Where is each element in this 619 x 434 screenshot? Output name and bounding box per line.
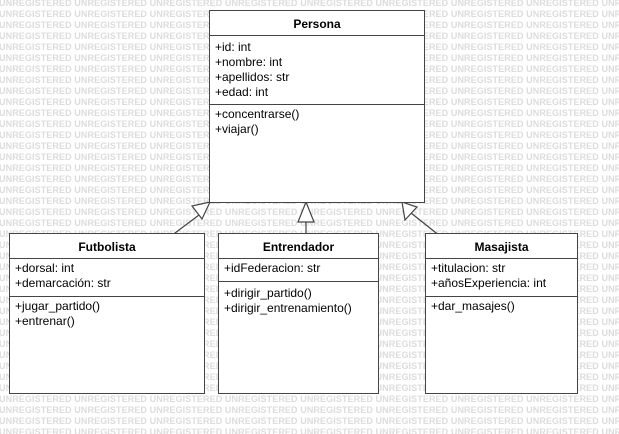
attributes-section: +dorsal: int +demarcación: str xyxy=(10,259,204,297)
generalization-arrowhead-entrendador xyxy=(297,200,315,223)
class-futbolista[interactable]: Futbolista +dorsal: int +demarcación: st… xyxy=(9,233,205,394)
attribute: +titulacion: str xyxy=(431,261,506,275)
attributes-section: +id: int +nombre: int +apellidos: str +e… xyxy=(210,36,424,105)
method: +dirigir_entrenamiento() xyxy=(224,301,352,315)
class-entrendador[interactable]: Entrendador +idFederacion: str +dirigir_… xyxy=(218,233,379,394)
watermark-row: UNREGISTERED UNREGISTERED UNREGISTERED U… xyxy=(0,394,619,404)
attribute: +dorsal: int xyxy=(15,261,75,275)
attribute: +apellidos: str xyxy=(215,70,290,84)
class-masajista[interactable]: Masajista +titulacion: str +añosExperien… xyxy=(425,233,578,394)
methods-section: +concentrarse() +viajar() xyxy=(210,105,424,139)
generalization-line-futbolista xyxy=(170,211,204,237)
watermark-row: UNREGISTERED UNREGISTERED UNREGISTERED U… xyxy=(0,405,619,415)
method: +entrenar() xyxy=(15,314,75,328)
watermark-row: UNREGISTERED UNREGISTERED UNREGISTERED U… xyxy=(0,416,619,426)
attribute: +añosExperiencia: int xyxy=(431,276,547,290)
attributes-section: +titulacion: str +añosExperiencia: int xyxy=(426,259,577,297)
generalization-arrowhead-masajista xyxy=(401,201,419,222)
class-name: Entrendador xyxy=(219,236,378,259)
class-name: Futbolista xyxy=(10,236,204,259)
attributes-section: +idFederacion: str xyxy=(219,259,378,282)
methods-section: +dar_masajes() xyxy=(426,297,577,316)
class-name: Masajista xyxy=(426,236,577,259)
methods-section: +dirigir_partido() +dirigir_entrenamient… xyxy=(219,282,378,318)
class-name: Persona xyxy=(210,13,424,36)
attribute: +nombre: int xyxy=(215,55,283,69)
generalization-line-masajista xyxy=(410,212,441,237)
method: +viajar() xyxy=(215,122,259,136)
watermark-row: UNREGISTERED UNREGISTERED UNREGISTERED U… xyxy=(0,218,619,228)
method: +concentrarse() xyxy=(215,107,300,121)
method: +jugar_partido() xyxy=(15,299,101,313)
generalization-arrowhead-futbolista xyxy=(190,201,212,221)
methods-section: +jugar_partido() +entrenar() xyxy=(10,297,204,331)
class-persona[interactable]: Persona +id: int +nombre: int +apellidos… xyxy=(209,10,425,203)
attribute: +idFederacion: str xyxy=(224,261,321,275)
attribute: +demarcación: str xyxy=(15,276,111,290)
watermark-row: UNREGISTERED UNREGISTERED UNREGISTERED U… xyxy=(0,0,619,8)
attribute: +id: int xyxy=(215,40,251,54)
method: +dirigir_partido() xyxy=(224,286,312,300)
attribute: +edad: int xyxy=(215,85,269,99)
method: +dar_masajes() xyxy=(431,299,515,313)
watermark-row: UNREGISTERED UNREGISTERED UNREGISTERED U… xyxy=(0,427,619,434)
